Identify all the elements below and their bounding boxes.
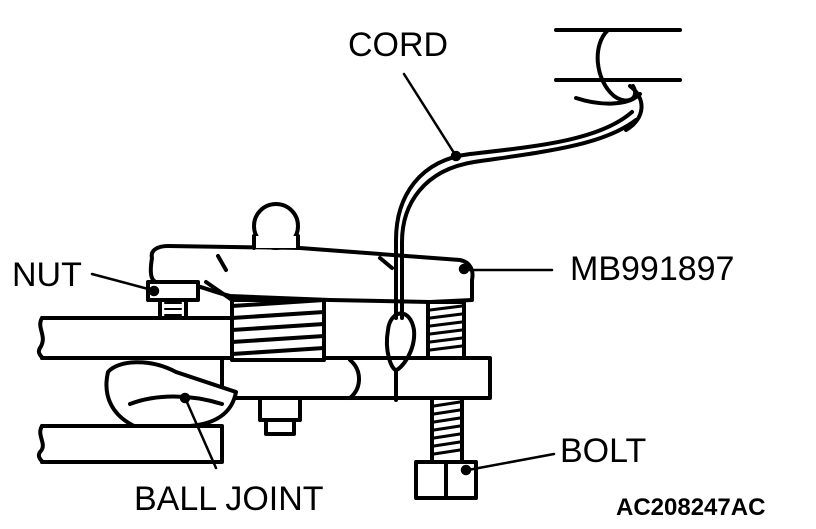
lower-arm-bottom-bar <box>36 424 224 464</box>
nut-label: NUT <box>12 256 82 294</box>
leader-lines <box>90 72 556 476</box>
cord <box>385 110 638 402</box>
upper-mount-bar <box>554 28 682 132</box>
ball-joint-label: BALL JOINT <box>134 480 324 518</box>
spring-coil <box>230 298 326 362</box>
ball-joint-stud-nut <box>258 396 302 436</box>
bolt-label: BOLT <box>560 432 647 470</box>
knuckle-arm <box>220 356 492 400</box>
cord-label: CORD <box>348 26 449 64</box>
lower-arm-upper-bar <box>36 316 237 360</box>
forcing-bolt <box>414 300 478 500</box>
ball-joint <box>104 360 238 428</box>
tool-top-knob <box>252 202 300 250</box>
figure-code: AC208247AC <box>616 494 766 521</box>
tool-left-nut <box>146 280 200 320</box>
tool-label: MB991897 <box>570 250 735 288</box>
